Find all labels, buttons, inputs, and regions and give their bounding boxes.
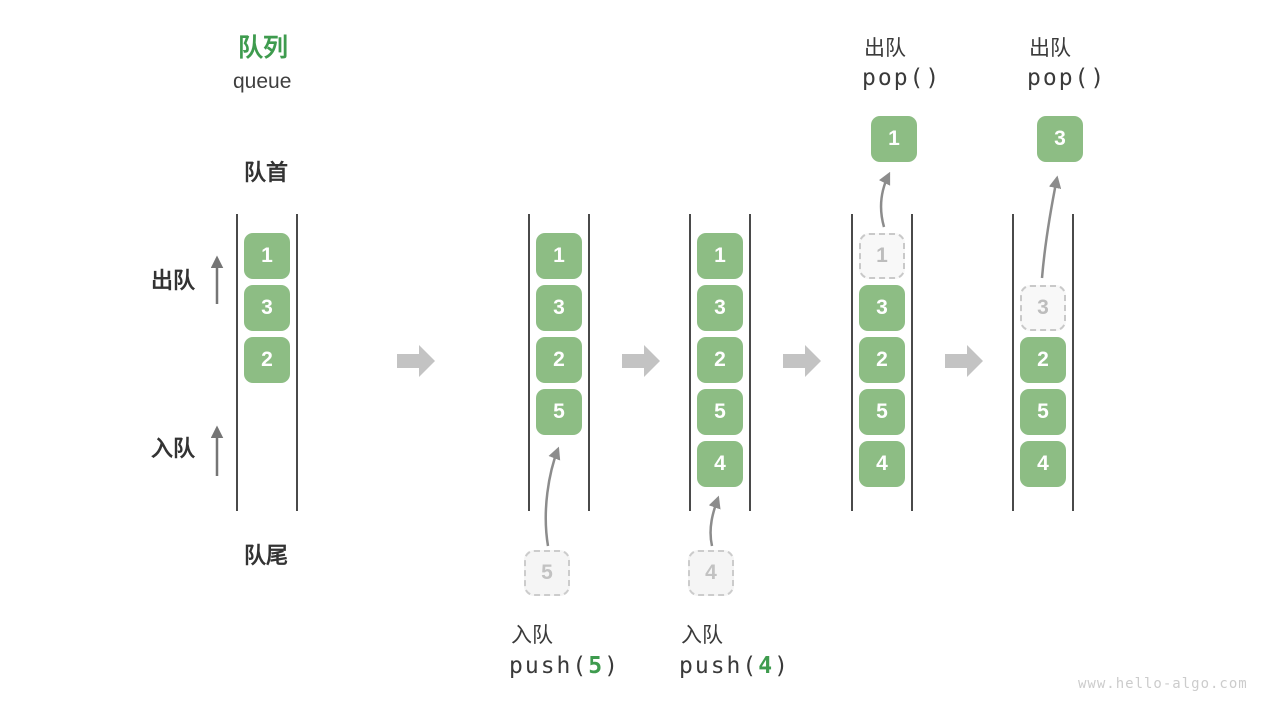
queue-cell: 5 xyxy=(1020,389,1066,435)
queue-column-state-4: 1 3 2 5 4 xyxy=(851,214,913,511)
push5-op-code: push(5) xyxy=(509,653,620,679)
pop3-op-label: 出队 xyxy=(1029,37,1071,60)
dequeue-side-label: 出队 xyxy=(151,268,196,293)
state-transition-arrow-icon xyxy=(945,345,983,377)
queue-cell: 4 xyxy=(859,441,905,487)
state-transition-arrow-icon xyxy=(397,345,435,377)
popped-value: 1 xyxy=(871,116,917,162)
queue-cell: 1 xyxy=(536,233,582,279)
pop1-op-label: 出队 xyxy=(864,37,906,60)
queue-cell: 5 xyxy=(536,389,582,435)
push5-op-label: 入队 xyxy=(511,624,553,647)
queue-cell: 1 xyxy=(697,233,743,279)
queue-rear-label: 队尾 xyxy=(244,543,289,568)
page-subtitle: queue xyxy=(233,70,292,93)
queue-cell: 2 xyxy=(1020,337,1066,383)
enqueue-side-label: 入队 xyxy=(151,436,196,461)
queue-cell: 2 xyxy=(859,337,905,383)
queue-cell: 4 xyxy=(697,441,743,487)
push4-op-label: 入队 xyxy=(681,624,723,647)
queue-cell: 4 xyxy=(1020,441,1066,487)
queue-cell-removed: 3 xyxy=(1020,285,1066,331)
queue-cell: 1 xyxy=(244,233,290,279)
queue-cell: 3 xyxy=(859,285,905,331)
queue-cell: 3 xyxy=(244,285,290,331)
queue-cell: 3 xyxy=(536,285,582,331)
page-title: 队列 xyxy=(238,34,289,62)
code-arg: 5 xyxy=(588,653,605,679)
queue-cell: 5 xyxy=(697,389,743,435)
code-arg: 4 xyxy=(758,653,775,679)
popped-value: 3 xyxy=(1037,116,1083,162)
code-text: push( xyxy=(679,653,759,679)
queue-cell: 5 xyxy=(859,389,905,435)
queue-cell: 2 xyxy=(697,337,743,383)
code-text: ) xyxy=(604,653,620,679)
code-text: push( xyxy=(509,653,589,679)
queue-column-state-1: 1 3 2 xyxy=(236,214,298,511)
queue-cell: 3 xyxy=(697,285,743,331)
queue-cell-removed: 1 xyxy=(859,233,905,279)
state-transition-arrow-icon xyxy=(622,345,660,377)
queue-column-state-3: 1 3 2 5 4 xyxy=(689,214,751,511)
watermark: www.hello-algo.com xyxy=(1078,676,1248,692)
staged-push-value: 4 xyxy=(688,550,734,596)
code-text: ) xyxy=(774,653,790,679)
pop1-op-code: pop() xyxy=(862,65,942,91)
queue-cell: 2 xyxy=(244,337,290,383)
queue-column-state-2: 1 3 2 5 xyxy=(528,214,590,511)
staged-push-value: 5 xyxy=(524,550,570,596)
push4-op-code: push(4) xyxy=(679,653,790,679)
queue-column-state-5: 3 2 5 4 xyxy=(1012,214,1074,511)
queue-front-label: 队首 xyxy=(244,160,289,185)
pop3-op-code: pop() xyxy=(1027,65,1107,91)
state-transition-arrow-icon xyxy=(783,345,821,377)
queue-cell: 2 xyxy=(536,337,582,383)
